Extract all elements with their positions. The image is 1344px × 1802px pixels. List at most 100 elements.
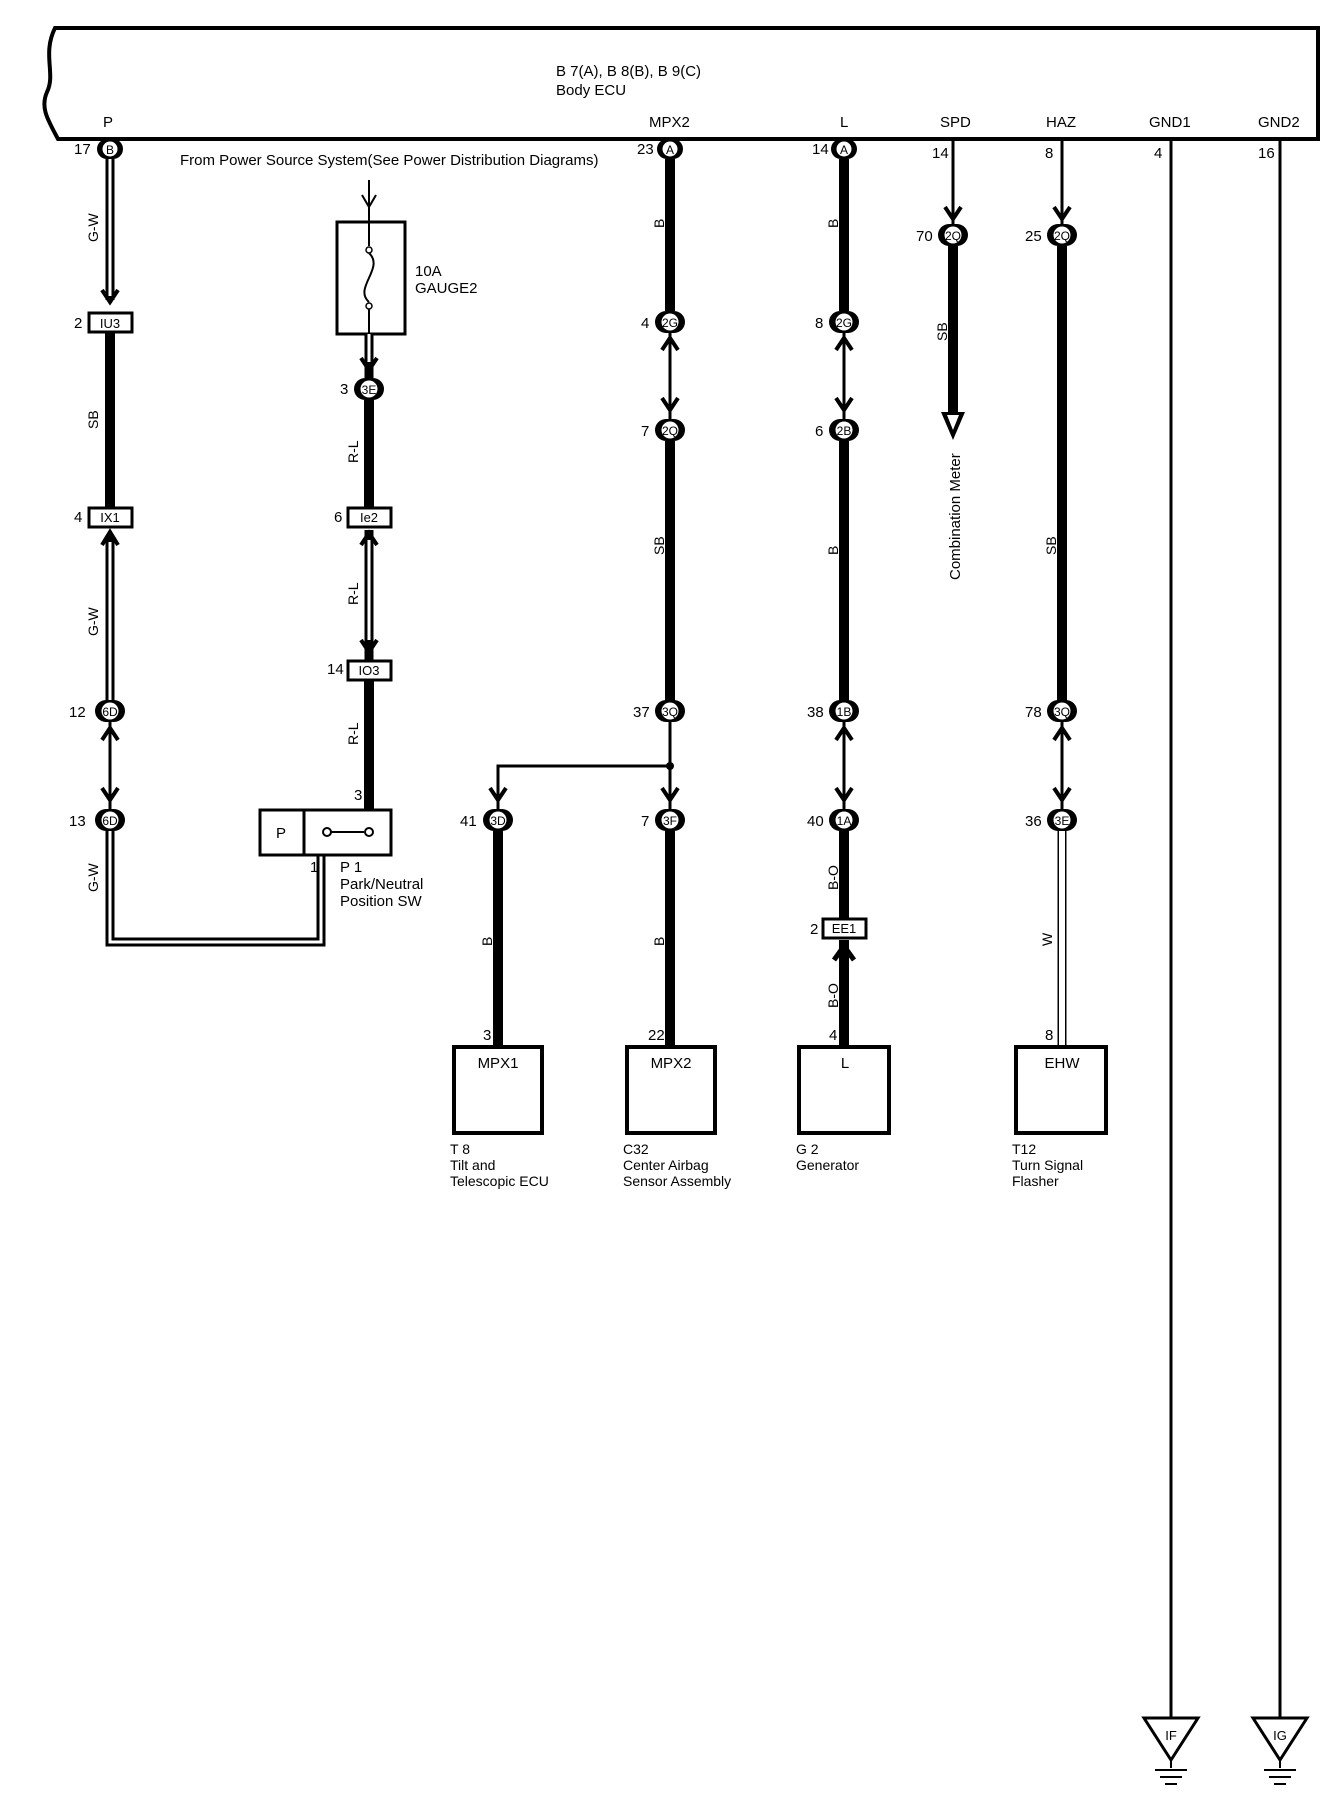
circuit-mpx2-j4-pin: 7 <box>641 813 649 830</box>
g2-name-line1: Generator <box>796 1157 859 1173</box>
circuit-mpx2: B 4 2G 7 2Q SB 37 3Q <box>460 159 685 1047</box>
circuit-p-wire4: G-W <box>85 862 101 892</box>
g2-code: G 2 <box>796 1141 819 1157</box>
connector-3e-haz: 3E <box>1047 809 1077 831</box>
circuit-p-j2-pin: 4 <box>74 509 82 526</box>
ecu-connector-p: B <box>97 139 123 159</box>
connector-iu3-label: IU3 <box>100 316 120 331</box>
svg-text:1B: 1B <box>837 705 852 719</box>
ecu-pin-spd: 14 <box>932 145 949 162</box>
fuse-name: GAUGE2 <box>415 280 478 297</box>
switch-name-line1: Park/Neutral <box>340 876 423 893</box>
circuit-l-j5-pin: 2 <box>810 921 818 938</box>
t8-code: T 8 <box>450 1141 470 1157</box>
g2-terminal: L <box>841 1055 849 1072</box>
ecu-pin-mpx2: 23 <box>637 141 654 158</box>
t8-terminal: MPX1 <box>478 1055 519 1072</box>
svg-text:1A: 1A <box>837 814 852 828</box>
circuit-p-j3-pin: 12 <box>69 704 86 721</box>
circuit-l-wire1: B <box>825 219 841 228</box>
ground-if-icon <box>1141 1716 1201 1763</box>
connector-3f: 3F <box>655 809 685 831</box>
svg-text:3D: 3D <box>490 814 506 828</box>
component-t8: 3 MPX1 T 8 Tilt and Telescopic ECU <box>450 1027 549 1189</box>
svg-text:2Q: 2Q <box>945 229 961 243</box>
circuit-l-j1-pin: 8 <box>815 315 823 332</box>
switch-code: P 1 <box>340 859 362 876</box>
svg-text:3E: 3E <box>362 383 377 397</box>
c32-code: C32 <box>623 1141 649 1157</box>
ground-ig: IG <box>1250 140 1310 1785</box>
svg-text:2Q: 2Q <box>1054 229 1070 243</box>
connector-3q-haz: 3Q <box>1047 700 1077 722</box>
ecu-connector-mpx2: A <box>657 139 683 159</box>
circuit-mpx2-j3-pin: 37 <box>633 704 650 721</box>
svg-text:3F: 3F <box>663 814 677 828</box>
svg-text:2G: 2G <box>662 316 678 330</box>
ground-if-label: IF <box>1165 1728 1177 1743</box>
circuit-fuse: From Power Source System(See Power Distr… <box>180 152 598 810</box>
ecu-pin-gnd2: 16 <box>1258 145 1275 162</box>
ecu-terminal-mpx2: MPX2 <box>649 114 690 131</box>
switch-name-line2: Position SW <box>340 893 423 910</box>
svg-text:3E: 3E <box>1055 814 1070 828</box>
svg-text:A: A <box>666 143 674 157</box>
circuit-l: B 8 2G 6 2B B 38 1B 40 <box>807 159 868 1047</box>
connector-2q-spd: 2Q <box>938 224 968 246</box>
body-ecu: B 7(A), B 8(B), B 9(C) Body ECU P MPX2 L… <box>42 26 1320 162</box>
connector-ee1 <box>821 917 868 940</box>
t12-terminal: EHW <box>1045 1055 1081 1072</box>
fuse-box <box>335 220 407 336</box>
circuit-fuse-j1-pin: 3 <box>340 381 348 398</box>
c32-name-line2: Sensor Assembly <box>623 1173 731 1189</box>
circuit-haz-j2-pin: 78 <box>1025 704 1042 721</box>
ecu-pin-haz: 8 <box>1045 145 1053 162</box>
component-t12: 8 EHW T12 Turn Signal Flasher <box>1012 1027 1108 1189</box>
circuit-mpx2-j1-pin: 4 <box>641 315 649 332</box>
svg-text:2B: 2B <box>837 424 852 438</box>
ecu-terminal-haz: HAZ <box>1046 114 1076 131</box>
c32-terminal: MPX2 <box>651 1055 692 1072</box>
ecu-pin-p: 17 <box>74 141 91 158</box>
circuit-fuse-wire2: R-L <box>345 582 361 605</box>
ecu-title-line2: Body ECU <box>556 82 626 99</box>
connector-2q-haz: 2Q <box>1047 224 1077 246</box>
svg-text:2G: 2G <box>836 316 852 330</box>
circuit-haz-j1-pin: 25 <box>1025 228 1042 245</box>
circuit-p-wire3: G-W <box>85 606 101 636</box>
power-source-label: From Power Source System(See Power Distr… <box>180 152 598 169</box>
switch-pin-1: 1 <box>310 859 318 876</box>
circuit-p: 2 IU3 4 IX1 12 6D 13 6D <box>69 159 326 947</box>
t12-pin: 8 <box>1045 1027 1053 1044</box>
g2-pin: 4 <box>829 1027 837 1044</box>
circuit-l-j3-pin: 38 <box>807 704 824 721</box>
circuit-p-wire2: SB <box>85 410 101 429</box>
c32-pin: 22 <box>648 1027 665 1044</box>
t12-name-line1: Turn Signal <box>1012 1157 1083 1173</box>
component-g2: 4 L G 2 Generator <box>796 1027 891 1173</box>
circuit-mpx2-j5-pin: 41 <box>460 813 477 830</box>
ecu-terminal-l: L <box>840 114 848 131</box>
circuit-l-wire3: B-O <box>825 865 841 890</box>
connector-1a: 1A <box>829 809 859 831</box>
connector-1b: 1B <box>829 700 859 722</box>
circuit-haz-wire1: SB <box>1043 536 1059 555</box>
connector-2q-mpx2: 2Q <box>655 419 685 441</box>
connector-2b: 2B <box>829 419 859 441</box>
ecu-pin-l: 14 <box>812 141 829 158</box>
circuit-haz-j3-pin: 36 <box>1025 813 1042 830</box>
ground-if: IF <box>1141 140 1201 1785</box>
connector-3e-fuse: 3E <box>354 378 384 400</box>
circuit-spd-wire: SB <box>934 322 950 341</box>
circuit-p-wire1: G-W <box>85 212 101 242</box>
connector-3q-mpx2: 3Q <box>655 700 685 722</box>
circuit-mpx2-wire-c32: B <box>651 937 667 946</box>
svg-text:6D: 6D <box>102 814 118 828</box>
circuit-spd-j1-pin: 70 <box>916 228 933 245</box>
circuit-fuse-wire3: R-L <box>345 722 361 745</box>
circuit-fuse-wire1: R-L <box>345 440 361 463</box>
connector-ee1-label: EE1 <box>832 921 857 936</box>
t8-pin: 3 <box>483 1027 491 1044</box>
circuit-l-j2-pin: 6 <box>815 423 823 440</box>
